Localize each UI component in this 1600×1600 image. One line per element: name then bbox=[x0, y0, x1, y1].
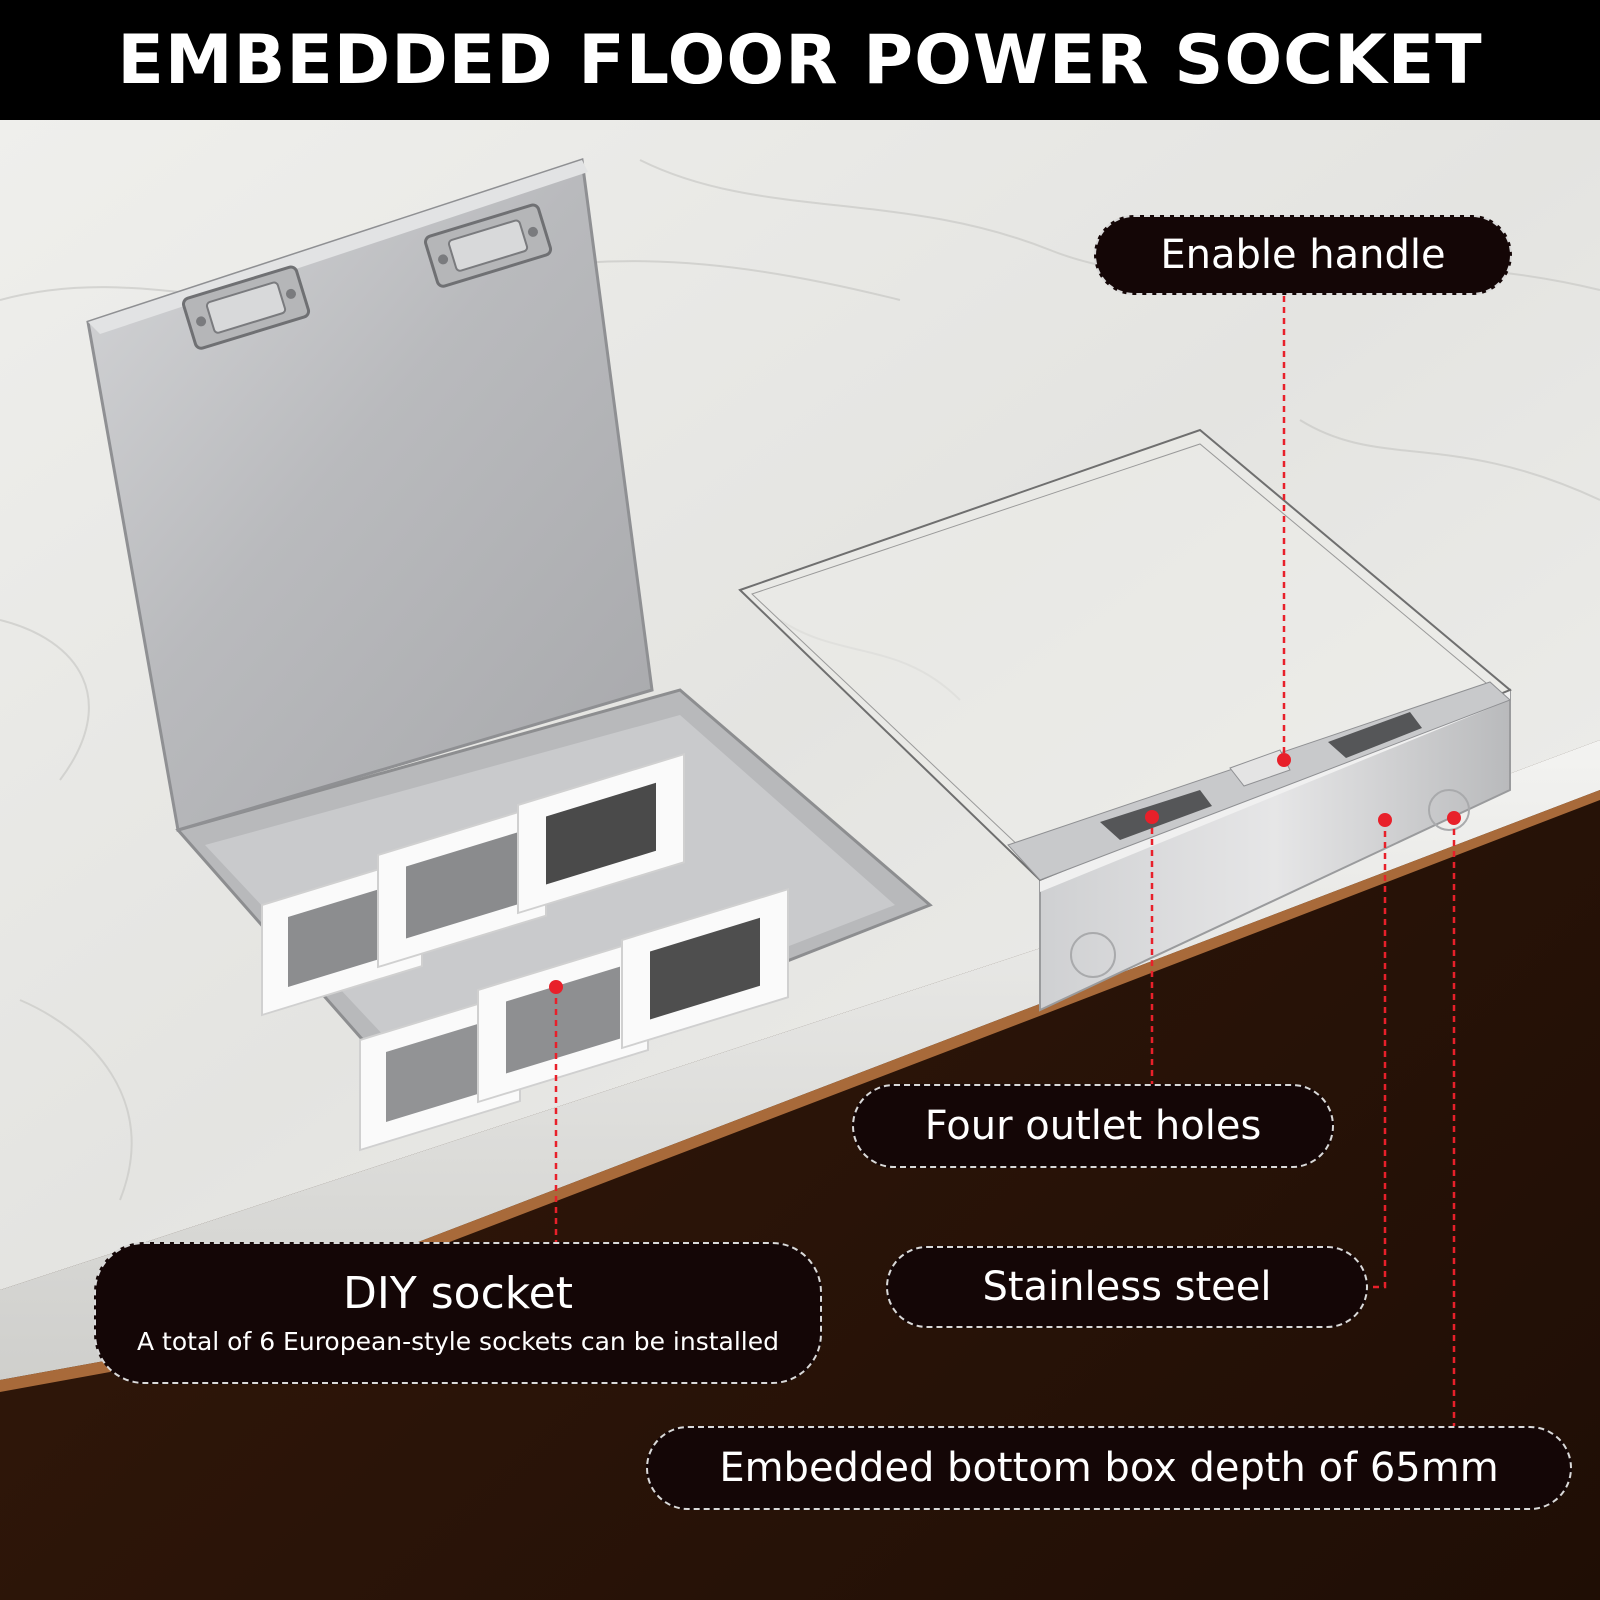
callout-diy-socket: DIY socket A total of 6 European-style s… bbox=[94, 1242, 822, 1384]
socket-frame bbox=[477, 936, 649, 1104]
socket-frame bbox=[517, 752, 685, 915]
callout-stainless-steel: Stainless steel bbox=[886, 1246, 1368, 1328]
socket-frame bbox=[377, 802, 547, 969]
hinge bbox=[423, 203, 553, 288]
title-bar: EMBEDDED FLOOR POWER SOCKET bbox=[0, 0, 1600, 120]
callout-enable-handle: Enable handle bbox=[1094, 215, 1512, 295]
dot-four-outlet bbox=[1145, 810, 1159, 824]
enable-handle-slot bbox=[1229, 749, 1291, 787]
leader-stainless bbox=[1370, 820, 1387, 1289]
callout-label: Enable handle bbox=[1160, 232, 1446, 278]
callout-label: Embedded bottom box depth of 65mm bbox=[719, 1445, 1499, 1491]
leader-dots bbox=[549, 753, 1461, 994]
lid-hinges bbox=[181, 203, 553, 350]
callout-label: Four outlet holes bbox=[924, 1103, 1262, 1149]
callout-label: Stainless steel bbox=[982, 1264, 1272, 1310]
page-title: EMBEDDED FLOOR POWER SOCKET bbox=[117, 20, 1483, 100]
knockout-hole bbox=[1428, 789, 1470, 831]
product-scene bbox=[0, 120, 1600, 1600]
socket-frame bbox=[621, 887, 789, 1050]
dot-depth bbox=[1447, 811, 1461, 825]
leader-lines bbox=[554, 296, 1456, 1426]
dot-stainless bbox=[1378, 813, 1392, 827]
outlet-hole bbox=[1328, 712, 1422, 758]
callout-box-depth: Embedded bottom box depth of 65mm bbox=[646, 1426, 1572, 1510]
knockout-hole bbox=[1070, 932, 1116, 978]
callout-detail: A total of 6 European-style sockets can … bbox=[137, 1326, 779, 1356]
dot-diy bbox=[549, 980, 563, 994]
callout-label: DIY socket bbox=[343, 1268, 573, 1320]
callout-four-outlet-holes: Four outlet holes bbox=[852, 1084, 1334, 1168]
socket-frames bbox=[261, 752, 789, 1152]
dot-enable-handle bbox=[1277, 753, 1291, 767]
hinge bbox=[181, 265, 311, 350]
